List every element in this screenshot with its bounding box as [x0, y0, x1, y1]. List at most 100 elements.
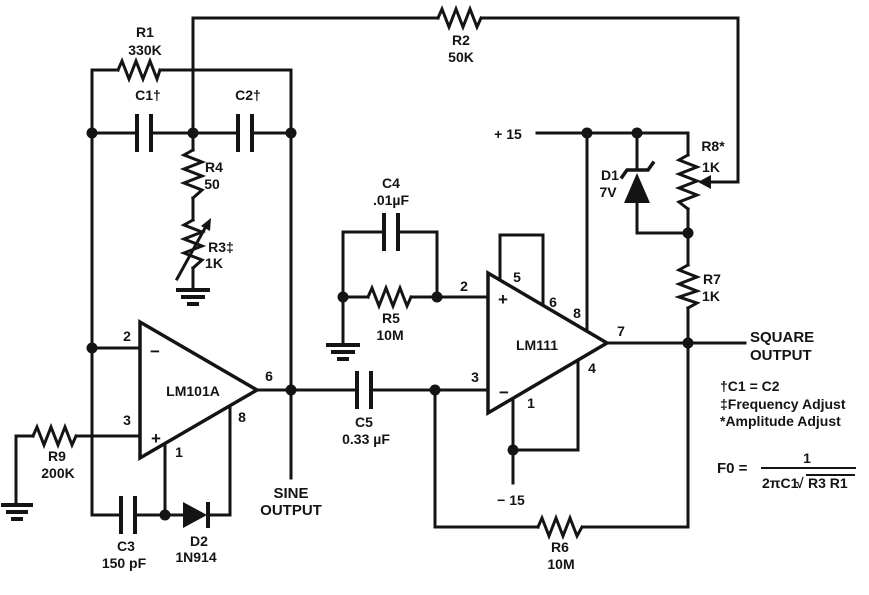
potentiometer-r3: R3‡ 1K: [174, 217, 234, 306]
junction-dot: [285, 384, 297, 396]
wire-left-rail: [90, 68, 123, 517]
c3-capacitor-icon: [119, 496, 137, 534]
formula-denominator-coefficient: 2πC1: [762, 475, 799, 491]
r1-value-label: 330K: [128, 42, 161, 58]
junction-dot: [581, 127, 593, 139]
note-frequency-adjust: ‡Frequency Adjust: [720, 396, 846, 412]
junction-dot: [431, 291, 443, 303]
negative-supply: − 15: [497, 492, 525, 508]
diode-d2: D2 1N914: [175, 502, 232, 565]
c1-ref-label: C1†: [135, 87, 161, 103]
junction-dot: [285, 127, 297, 139]
capacitor-c4: C4 .01µF: [341, 175, 439, 299]
square-output-label-1: SQUARE: [750, 329, 814, 346]
r2-resistor-icon: [436, 4, 483, 32]
sine-output: SINE OUTPUT: [260, 388, 322, 519]
capacitor-c1: C1†: [90, 87, 240, 152]
comparator-lm111: LM111 + − 2 3 5 6 8 7 4 1: [460, 131, 747, 485]
footnotes: †C1 = C2 ‡Frequency Adjust *Amplitude Ad…: [720, 378, 846, 429]
junction-dot: [86, 342, 98, 354]
r8-resistor-icon: [674, 152, 702, 212]
junction-dot: [682, 227, 694, 239]
r7-ref-label: R7: [703, 271, 721, 287]
formula-numerator: 1: [803, 450, 811, 466]
ground-icon-r5: [326, 343, 360, 361]
sine-output-label-1: SINE: [273, 485, 308, 502]
junction-dot: [507, 444, 519, 456]
r4-ref-label: R4: [205, 159, 223, 175]
r3-ref-label: R3‡: [208, 239, 234, 255]
junction-dot: [187, 127, 199, 139]
u1-pin6-label: 6: [265, 368, 273, 384]
r2-ref-label: R2: [452, 32, 470, 48]
plus15-label: + 15: [494, 126, 522, 142]
r6-resistor-icon: [536, 513, 585, 541]
junction-dot: [159, 509, 171, 521]
r1-ref-label: R1: [136, 24, 154, 40]
u2-pin6-label: 6: [549, 294, 557, 310]
formula-radical-sign: √: [796, 475, 804, 491]
junction-dot: [682, 337, 694, 349]
r4-resistor-icon: [179, 147, 207, 201]
wire-top-feedback-loop: [191, 16, 740, 189]
square-output-label-2: OUTPUT: [750, 347, 812, 364]
r3-value-label: 1K: [205, 255, 223, 271]
u1-plus-sign: +: [151, 429, 161, 448]
d1-diode-icon: [624, 173, 650, 203]
d1-value-label: 7V: [599, 184, 617, 200]
u1-pin8-label: 8: [238, 409, 246, 425]
u1-pin3-label: 3: [123, 412, 131, 428]
c5-capacitor-icon: [355, 371, 373, 409]
minus15-label: − 15: [497, 492, 525, 508]
d2-diode-icon: [183, 502, 207, 528]
r7-resistor-icon: [674, 262, 702, 311]
frequency-formula: F0 = 1 2πC1 √ R3 R1: [717, 450, 856, 491]
r8-ref-label: R8*: [701, 138, 725, 154]
u1-pin1-label: 1: [175, 444, 183, 460]
r6-value-label: 10M: [547, 556, 574, 572]
comparator-triangle-icon: [486, 269, 611, 417]
r4-value-label: 50: [204, 176, 220, 192]
r1-resistor-icon: [116, 56, 162, 84]
r5-value-label: 10M: [376, 327, 403, 343]
r5-ref-label: R5: [382, 310, 400, 326]
resistor-r6: R6 10M: [433, 341, 690, 572]
r9-ref-label: R9: [48, 448, 66, 464]
r6-ref-label: R6: [551, 539, 569, 555]
d2-ref-label: D2: [190, 533, 208, 549]
u2-pin3-label: 3: [471, 369, 479, 385]
r2-value-label: 50K: [448, 49, 474, 65]
d1-ref-label: D1: [601, 167, 619, 183]
square-output: SQUARE OUTPUT: [750, 329, 814, 364]
resistor-r2: R2 50K: [436, 4, 483, 65]
u2-pin2-label: 2: [460, 278, 468, 294]
note-c1-equals-c2: †C1 = C2: [720, 378, 780, 394]
note-amplitude-adjust: *Amplitude Adjust: [720, 413, 841, 429]
r8-value-label: 1K: [702, 159, 720, 175]
ground-icon-r3: [176, 288, 210, 306]
formula-lhs: F0 =: [717, 460, 748, 477]
c2-capacitor-icon: [236, 114, 254, 152]
c1-capacitor-icon: [135, 114, 153, 152]
c3-value-label: 150 pF: [102, 555, 147, 571]
c5-ref-label: C5: [355, 414, 373, 430]
u1-ref-label: LM101A: [166, 383, 220, 399]
junction-dot: [429, 384, 441, 396]
formula-radicand: R3 R1: [808, 475, 848, 491]
c4-ref-label: C4: [382, 175, 400, 191]
resistor-r1: R1 330K: [90, 24, 293, 392]
d1-zener-bar-icon: [619, 160, 656, 180]
capacitor-c5: C5 0.33 µF: [289, 371, 490, 447]
u2-pin1-label: 1: [527, 395, 535, 411]
capacitor-c3: C3 150 pF: [102, 496, 185, 571]
c4-value-label: .01µF: [373, 192, 410, 208]
resistor-r5: R5 10M: [326, 283, 490, 361]
u1-minus-sign: −: [150, 342, 160, 361]
opamp-lm101a: LM101A − + 2 3 6 8 1: [90, 318, 293, 517]
junction-dot: [631, 127, 643, 139]
c3-ref-label: C3: [117, 538, 135, 554]
junction-dot: [337, 291, 349, 303]
capacitor-c2: C2†: [235, 87, 293, 152]
u2-pin8-label: 8: [573, 305, 581, 321]
